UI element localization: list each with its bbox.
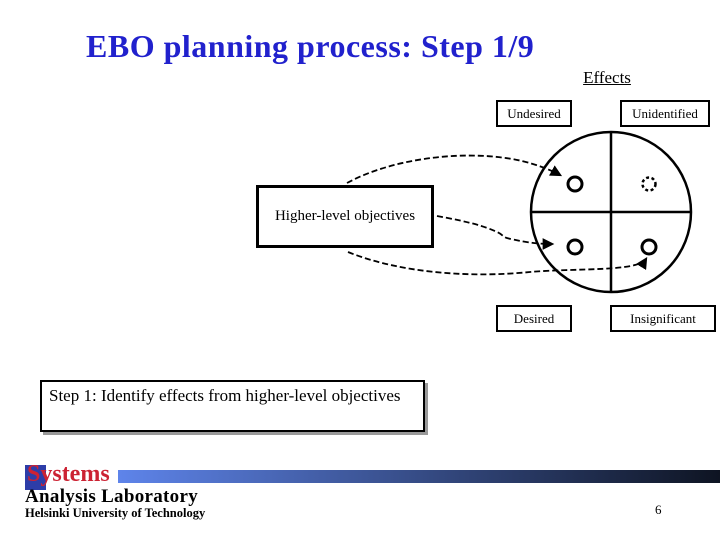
effect-point-desired [566, 238, 584, 256]
arrow-to-desired [436, 215, 555, 250]
page-title: EBO planning process: Step 1/9 [86, 28, 535, 64]
arrow-to-undesired [346, 154, 563, 184]
analysis-laboratory-text: Analysis Laboratory [25, 486, 199, 507]
effect-point-unidentified [641, 176, 657, 192]
quadrant-label-unidentified: Unidentified [620, 100, 710, 127]
higher-level-objectives-box: Higher-level objectives [256, 185, 434, 248]
university-text: Helsinki University of Technology [25, 506, 206, 520]
effects-circle [529, 130, 693, 294]
logo-square [25, 465, 46, 490]
systems-wordmark: Systems [27, 461, 110, 487]
step-caption-box: Step 1: Identify effects from higher-lev… [40, 380, 425, 432]
footer-gradient-bar [118, 470, 720, 483]
effect-point-insignificant [640, 238, 658, 256]
effects-heading: Effects [583, 68, 631, 87]
quadrant-label-desired: Desired [496, 305, 572, 332]
quadrant-label-insignificant: Insignificant [610, 305, 716, 332]
effect-point-undesired [566, 175, 584, 193]
arrow-to-insignificant [347, 251, 648, 276]
quadrant-label-undesired: Undesired [496, 100, 572, 127]
page-number: 6 [655, 502, 662, 517]
